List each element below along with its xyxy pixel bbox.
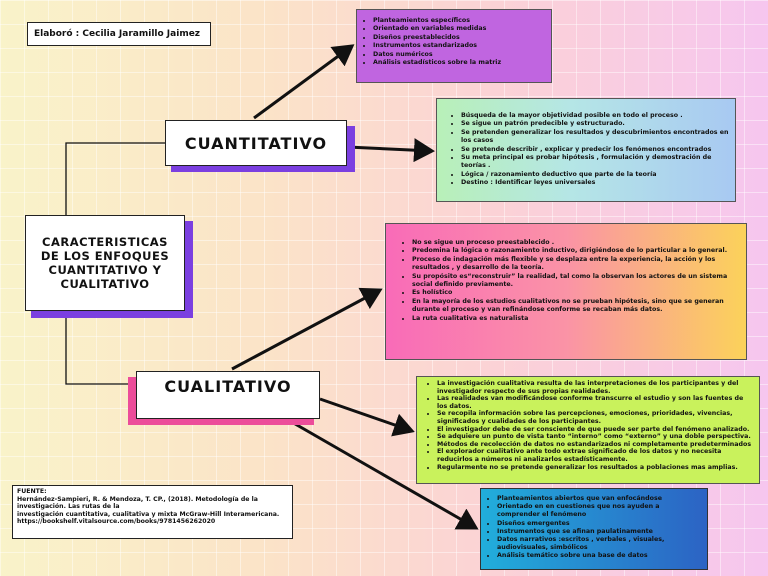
list-item: Se adquiere un punto de vista tanto “int… — [437, 433, 755, 441]
list-item: No se sigue un proceso preestablecido . — [412, 239, 740, 247]
list-item: El explorador cualitativo ante todo extr… — [437, 448, 755, 463]
list-item: Su meta principal es probar hipótesis , … — [461, 154, 731, 171]
qualitative-researcher-box: La investigación cualitativa resulta de … — [416, 376, 760, 484]
list-item: Se recopila información sobre las percep… — [437, 410, 755, 425]
list-item: Diseños emergentes — [497, 520, 703, 528]
quantitative-characteristics-box: Búsqueda de la mayor objetividad posible… — [436, 98, 736, 202]
list-item: Se pretende describir , explicar y prede… — [461, 146, 731, 154]
qualitative-characteristics-box: No se sigue un proceso preestablecido . … — [385, 223, 747, 360]
list-item: Su propósito es“reconstruir” la realidad… — [412, 273, 740, 290]
reference-label: FUENTE: — [17, 488, 47, 495]
green-box-list: Búsqueda de la mayor objetividad posible… — [447, 112, 731, 188]
connector-main-to-quantitative — [65, 142, 165, 215]
reference-url: https://bookshelf.vitalsource.com/books/… — [17, 518, 216, 526]
lime-box-list: La investigación cualitativa resulta de … — [423, 380, 755, 471]
list-item: Diseños preestablecidos — [373, 34, 545, 42]
list-item: Métodos de recolección de datos no estan… — [437, 441, 755, 449]
list-item: Proceso de indagación más flexible y se … — [412, 256, 740, 273]
author-label: Elaboró : Cecilia Jaramillo Jaimez — [27, 22, 211, 46]
quantitative-purple-box: Planteamientos específicos Orientado en … — [356, 9, 552, 83]
arrow-to-blue-box — [289, 419, 479, 530]
list-item: Datos numéricos — [373, 51, 545, 59]
quantitative-title: CUANTITATIVO — [165, 120, 347, 166]
list-item: Planteamientos abiertos que van enfocánd… — [497, 495, 703, 503]
reference-line: investigación cuantitativa, cualitativa … — [17, 510, 280, 518]
connector-main-to-qualitative — [65, 311, 136, 385]
list-item: Lógica / razonamiento deductivo que part… — [461, 171, 731, 179]
list-item: La investigación cualitativa resulta de … — [437, 380, 755, 395]
reference-box: FUENTE: Hernández-Sampieri, R. & Mendoza… — [12, 485, 293, 539]
list-item: Instrumentos que se afinan paulatinament… — [497, 528, 703, 536]
qualitative-design-box: Planteamientos abiertos que van enfocánd… — [480, 488, 708, 570]
list-item: Destino : Identificar leyes universales — [461, 179, 731, 187]
list-item: Análisis estadísticos sobre la matriz — [373, 59, 545, 67]
qualitative-title: CUALITATIVO — [136, 371, 320, 419]
list-item: Búsqueda de la mayor objetividad posible… — [461, 112, 731, 120]
list-item: Predomina la lógica o razonamiento induc… — [412, 247, 740, 255]
reference-line: Hernández-Sampieri, R. & Mendoza, T. CP.… — [17, 495, 258, 511]
list-item: Orientado en en cuestiones que nos ayude… — [497, 503, 703, 519]
list-item: Es holístico — [412, 289, 740, 297]
list-item: Análisis temático sobre una base de dato… — [497, 552, 703, 560]
arrow-to-green-box — [346, 138, 435, 163]
list-item: Instrumentos estandarizados — [373, 42, 545, 50]
list-item: Orientado en variables medidas — [373, 25, 545, 33]
arrow-to-lime-box — [319, 397, 415, 437]
list-item: Se sigue un patrón predecible y estructu… — [461, 120, 731, 128]
list-item: Datos narrativos :escritos , verbales , … — [497, 536, 703, 552]
list-item: Se pretenden generalizar los resultados … — [461, 129, 731, 146]
list-item: En la mayoría de los estudios cualitativ… — [412, 298, 740, 315]
list-item: Planteamientos específicos — [373, 17, 545, 25]
purple-box-list: Planteamientos específicos Orientado en … — [359, 17, 545, 67]
list-item: Las realidades van modificándose conform… — [437, 395, 755, 410]
pink-box-list: No se sigue un proceso preestablecido . … — [398, 239, 740, 323]
list-item: La ruta cualitativa es naturalista — [412, 315, 740, 323]
main-title: CARACTERISTICAS DE LOS ENFOQUES CUANTITA… — [25, 215, 185, 311]
blue-box-list: Planteamientos abiertos que van enfocánd… — [483, 495, 703, 561]
list-item: Regularmente no se pretende generalizar … — [437, 464, 755, 472]
list-item: El investigador debe de ser consciente d… — [437, 426, 755, 434]
arrow-to-purple-box — [253, 44, 355, 120]
arrow-to-pink-box — [231, 287, 383, 371]
